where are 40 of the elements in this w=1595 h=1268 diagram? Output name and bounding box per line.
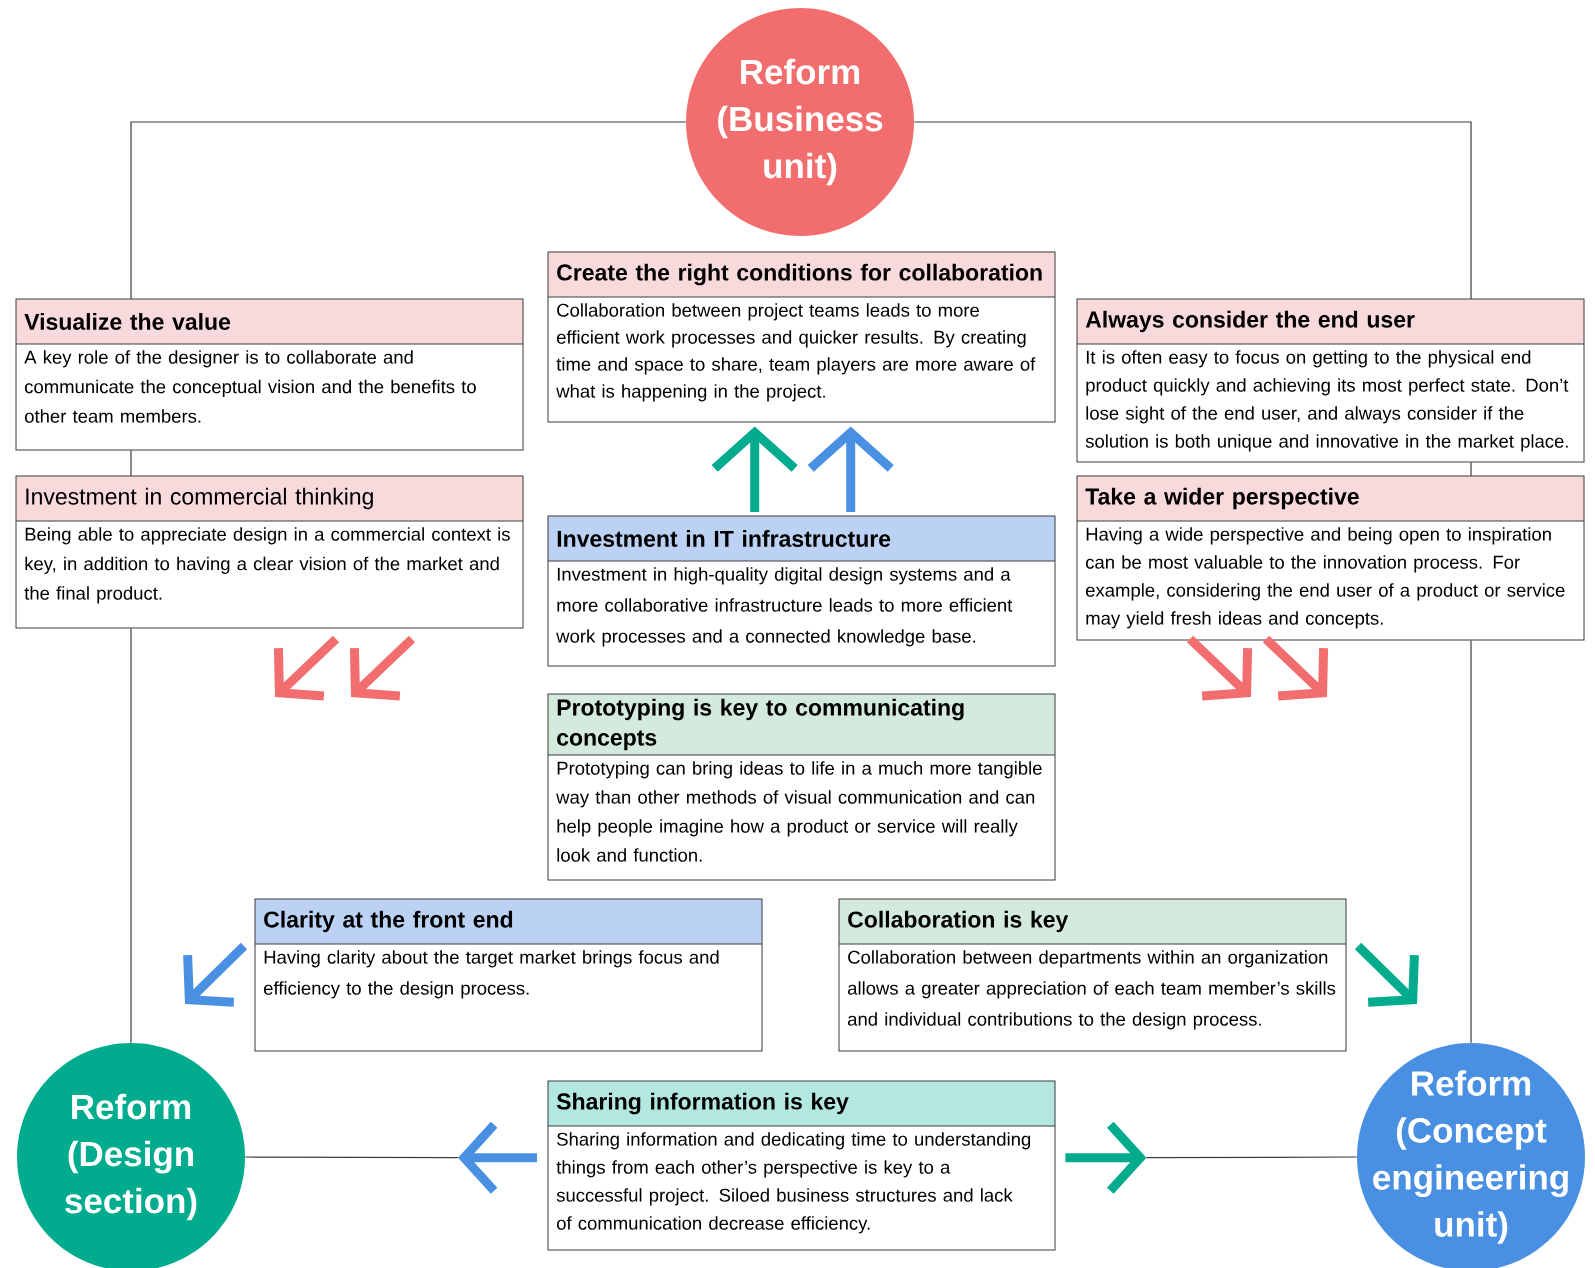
connector: [1470, 461, 1472, 477]
connector: [711, 426, 798, 512]
box-heading: Take a wider perspective: [1085, 487, 1359, 510]
box-text: Having clarity about the target market brings focus and efficiency to the design process.: [264, 950, 719, 999]
box-heading: Visualize the value: [24, 313, 231, 330]
info-box: [547, 251, 1056, 423]
info-box: [254, 898, 763, 1052]
info-box: [547, 515, 1056, 667]
connector: [807, 426, 894, 512]
box-heading: Collaboration is key: [848, 910, 1069, 933]
box-heading: Prototyping is key to communicating concepts: [557, 698, 964, 751]
box-text: Prototyping can bring ideas to life in a much more tangible way than other methods of visual communication and can help people imagine how a product or service will really look and function.: [556, 761, 1042, 862]
info-box: [838, 898, 1347, 1052]
box-text: Having a wide perspective and being open to inspiration can be most valuable to the innovation process. For example, considering the end user of a product or service may yield fresh ideas and concepts.: [1086, 527, 1565, 629]
box-heading: Always consider the end user: [1085, 310, 1415, 333]
info-box: [547, 1080, 1056, 1251]
info-box: [15, 298, 524, 451]
connector: [130, 449, 132, 477]
box-heading: Create the right conditions for collaboration: [557, 263, 1042, 286]
info-box: [547, 693, 1056, 881]
box-text: Collaboration between departments within an organization allows a greater appreciation of each team member’s skills and individual contributions to the design process.: [848, 950, 1336, 1030]
box-text: Investment in high-quality digital design systems and a more collaborative infrastructure leads to more efficient work processes and a connected knowledge base.: [556, 567, 1013, 647]
connector: [130, 121, 687, 300]
box-heading: Investment in commercial thinking: [26, 487, 373, 510]
connector: [913, 121, 1472, 300]
box-heading: Clarity at the front end: [264, 910, 513, 933]
info-box: [15, 475, 524, 629]
connector: [244, 1156, 459, 1159]
info-box: [1076, 475, 1585, 641]
info-box: [1076, 298, 1585, 463]
box-text: A key role of the designer is to collaborate and communicate the conceptual vision and the benefits to other team members.: [24, 350, 476, 423]
connector: [130, 627, 132, 1044]
connector: [1145, 1156, 1358, 1159]
box-text: Collaboration between project teams leads to more efficient work processes and quicker results. By creating time and space to share, team players are more aware of what is happening in the project.: [556, 303, 1036, 402]
box-heading: Investment in IT infrastructure: [557, 530, 891, 547]
box-text: Being able to appreciate design in a commercial context is key, in addition to having a clear vision of the market and the final product.: [24, 527, 510, 604]
box-text: Sharing information and dedicating time to understanding things from each other’s perspective is key to a successful project. Siloed business structures and lack of communication decrease efficiency.: [556, 1132, 1031, 1234]
box-text: It is often easy to focus on getting to the physical end product quickly and achieving its most perfect state. Don’t lose sight of the end user, and always consider if the solution is both unique and innovative in the market place.: [1085, 350, 1569, 452]
connector: [1470, 639, 1472, 1044]
box-heading: Sharing information is key: [556, 1092, 849, 1115]
